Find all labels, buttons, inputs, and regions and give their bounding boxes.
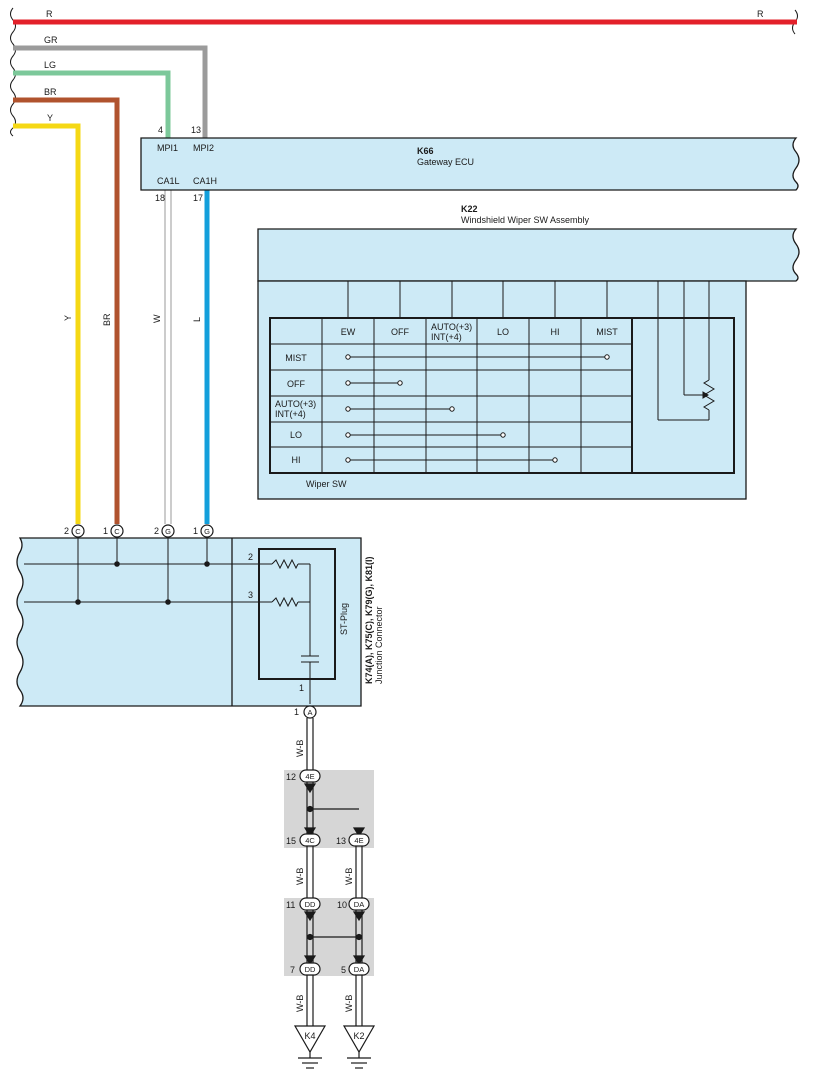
wiper-col-int: INT(+4) — [431, 332, 462, 342]
wb-label-2: W-B — [295, 868, 305, 885]
junction-internal-wiring — [24, 537, 272, 605]
wiper-row-hi: HI — [292, 455, 301, 465]
junction-pin-conn-3: G — [204, 527, 210, 536]
junction-pin-circles — [71, 524, 214, 538]
ground-k2-label: K2 — [353, 1031, 364, 1041]
lower-zone-links — [303, 911, 366, 966]
wiper-table-grid — [270, 318, 632, 473]
wiper-col-mist: MIST — [596, 327, 618, 337]
junction-pin-num-2: 2 — [154, 526, 159, 536]
conn-5-code: DA — [354, 965, 364, 974]
st-plug-pin-1: 1 — [299, 683, 304, 693]
conn-12-code: 4E — [305, 772, 314, 781]
wb-label-1: W-B — [295, 740, 305, 757]
gateway-code: K66 — [417, 146, 434, 156]
wire-gr — [13, 45, 208, 138]
wire-y-vlabel: Y — [63, 315, 73, 321]
gateway-pin-mpi1: MPI1 — [157, 143, 178, 153]
wire-lg-label: LG — [44, 60, 56, 70]
wiper-sw-label: Wiper SW — [306, 479, 347, 489]
ground-k4-label: K4 — [304, 1031, 315, 1041]
junction-sublabel: Junction Connector — [374, 606, 384, 684]
conn-10-code: DA — [354, 900, 364, 909]
gateway-pin-num-17: 17 — [193, 193, 203, 203]
wire-gr-label: GR — [44, 35, 58, 45]
conn-13-num: 13 — [336, 836, 346, 846]
junction-out-pin-num: 1 — [294, 707, 299, 717]
st-plug-pin-2: 2 — [248, 552, 253, 562]
wire-r-label-left: R — [46, 9, 53, 19]
st-plug-label: ST-Plug — [339, 603, 349, 635]
wb-label-3: W-B — [344, 868, 354, 885]
conn-15-num: 15 — [286, 836, 296, 846]
gateway-pin-num-18: 18 — [155, 193, 165, 203]
wiper-row-int: INT(+4) — [275, 409, 306, 419]
conn-13-code: 4E — [354, 836, 363, 845]
conn-11-code: DD — [305, 900, 316, 909]
wiper-variable-resistor — [657, 318, 715, 421]
ground-k4-symbol — [293, 1025, 327, 1069]
wire-br-label: BR — [44, 87, 57, 97]
st-plug-box — [258, 548, 336, 680]
junction-pin-conn-0: C — [75, 527, 81, 536]
gateway-pin-num-4: 4 — [158, 125, 163, 135]
gateway-pin-num-13: 13 — [191, 125, 201, 135]
conn-10-num: 10 — [337, 900, 347, 910]
conn-7-code: DD — [305, 965, 316, 974]
junction-pin-conn-1: C — [114, 527, 120, 536]
wiper-row-auto: AUTO(+3) — [275, 399, 316, 409]
gateway-pin-ca1h: CA1H — [193, 176, 217, 186]
wiper-row-lo: LO — [290, 430, 302, 440]
wiper-col-hi: HI — [551, 327, 560, 337]
upper-zone-links — [303, 783, 366, 838]
connector-lozenges — [299, 769, 370, 976]
junction-pin-num-0: 2 — [64, 526, 69, 536]
wire-y-label: Y — [47, 113, 53, 123]
wire-y — [13, 123, 81, 524]
wb-label-4: W-B — [295, 995, 305, 1012]
wire-lg — [13, 70, 171, 138]
gateway-pin-ca1l: CA1L — [157, 176, 180, 186]
wiper-code: K22 — [461, 204, 478, 214]
wiper-row-off: OFF — [287, 379, 305, 389]
wiper-name: Windshield Wiper SW Assembly — [461, 215, 590, 225]
junction-label: K74(A), K75(C), K79(G), K81(I) — [364, 556, 374, 684]
gateway-name: Gateway ECU — [417, 157, 474, 167]
junction-out-pin-conn: A — [307, 708, 312, 717]
wire-l-vlabel: L — [192, 317, 202, 322]
wiper-col-lo: LO — [497, 327, 509, 337]
wiper-col-ew: EW — [341, 327, 356, 337]
gateway-ecu-block — [140, 137, 800, 191]
wiper-assembly-header — [257, 228, 800, 282]
junction-out-pin-circle — [303, 705, 317, 719]
wiper-col-off: OFF — [391, 327, 409, 337]
wiper-column-stubs — [347, 281, 710, 318]
conn-11-num: 11 — [286, 900, 295, 910]
junction-pin-conn-2: G — [165, 527, 171, 536]
wb-label-5: W-B — [344, 995, 354, 1012]
wire-br-vlabel: BR — [102, 313, 112, 326]
wiper-continuity — [345, 354, 610, 463]
st-plug-pin-3: 3 — [248, 590, 253, 600]
ground-k2-symbol — [342, 1025, 376, 1069]
st-plug-internals — [271, 558, 319, 704]
gateway-pin-mpi2: MPI2 — [193, 143, 214, 153]
junction-pin-num-1: 1 — [103, 526, 108, 536]
wiper-col-auto: AUTO(+3) — [431, 322, 472, 332]
wire-w-vlabel: W — [152, 314, 162, 323]
junction-connector-block — [16, 537, 362, 707]
conn-5-num: 5 — [341, 965, 346, 975]
wire-r-label-right: R — [757, 9, 764, 19]
junction-pin-num-3: 1 — [193, 526, 198, 536]
wiper-row-mist: MIST — [285, 353, 307, 363]
conn-15-code: 4C — [305, 836, 315, 845]
conn-7-num: 7 — [290, 965, 295, 975]
conn-12-num: 12 — [286, 772, 296, 782]
wire-br — [13, 97, 120, 524]
